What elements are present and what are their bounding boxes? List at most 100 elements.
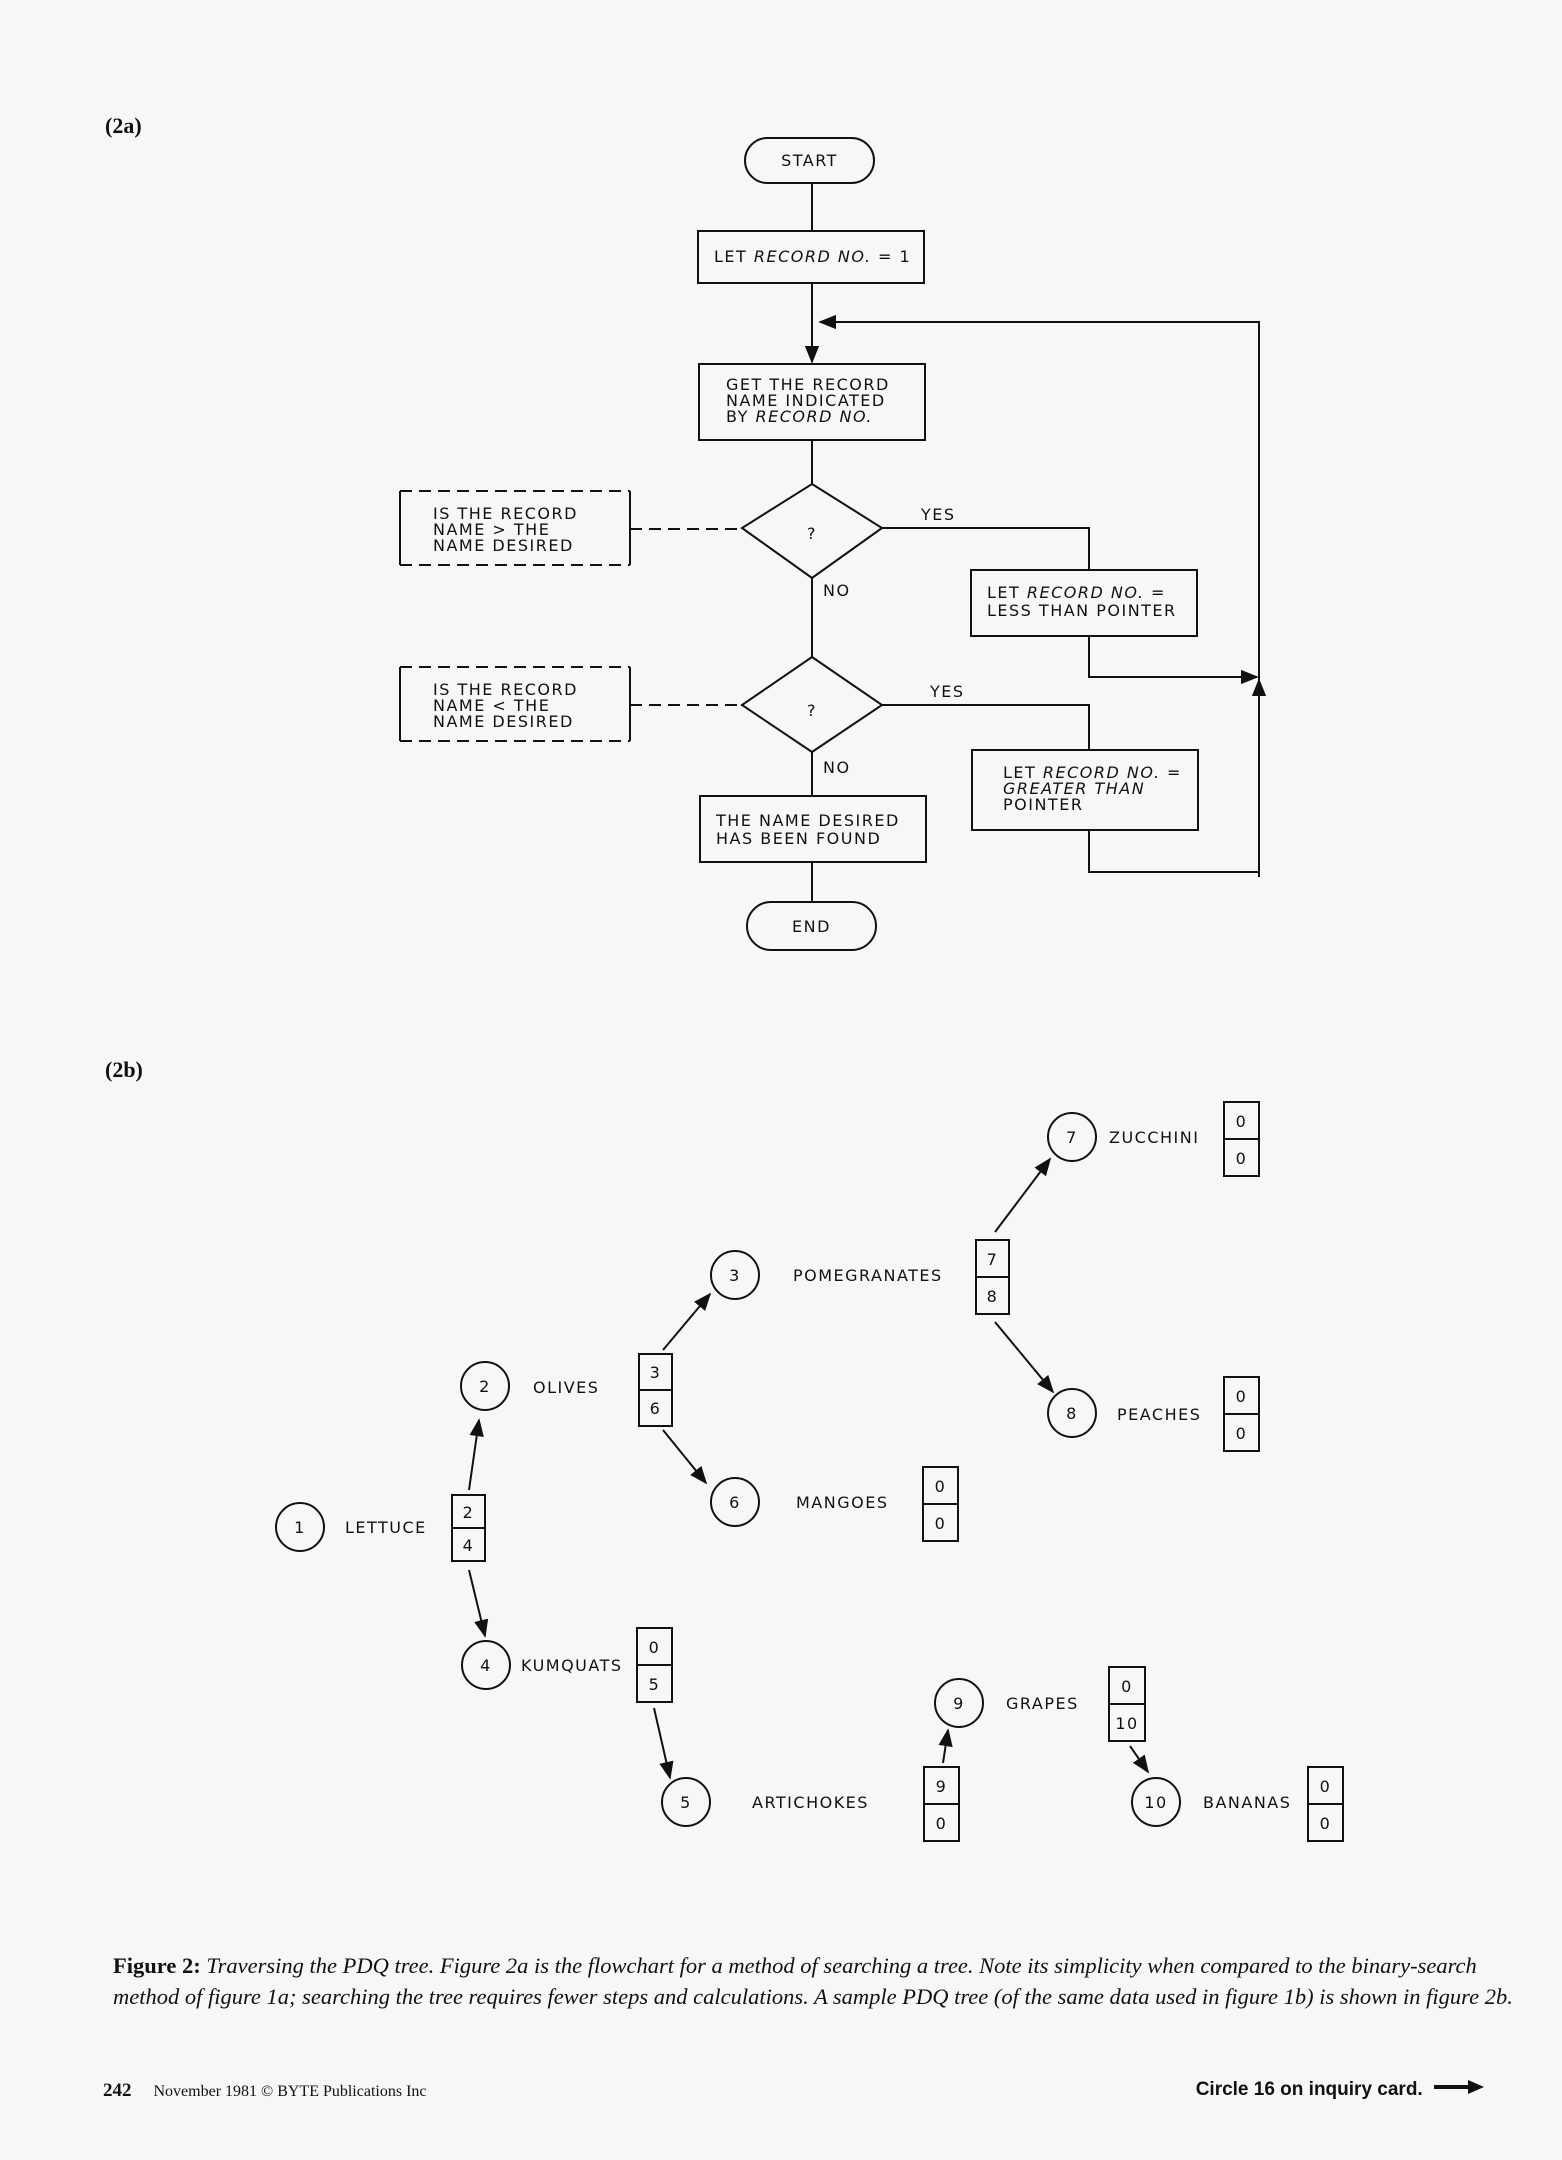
edge-4-5 [653, 1707, 674, 1780]
tree-node-4: 4 KUMQUATS 0 5 [461, 1627, 673, 1703]
get-record-line3: BY RECORD NO. [726, 407, 873, 426]
svg-text:6: 6 [650, 1399, 662, 1418]
caption-text: Traversing the PDQ tree. Figure 2a is th… [113, 1953, 1513, 2009]
tree-node-9: 9 GRAPES 0 10 [934, 1666, 1146, 1742]
start-terminator [744, 137, 875, 184]
inquiry-note: Circle 16 on inquiry card. [1196, 2079, 1484, 2101]
right-arrow-icon [1434, 2079, 1484, 2101]
init-process-text: LET RECORD NO. = 1 [714, 247, 911, 266]
svg-text:0: 0 [936, 1814, 948, 1833]
svg-text:6: 6 [729, 1493, 741, 1512]
decision-1-diamond [740, 482, 884, 580]
svg-text:5: 5 [649, 1675, 661, 1694]
tree-node-5: 5 ARTICHOKES 9 0 [661, 1766, 960, 1842]
get-record-line2: NAME INDICATED [726, 391, 886, 410]
svg-text:9: 9 [936, 1777, 948, 1796]
less-than-box [970, 569, 1198, 637]
svg-text:4: 4 [463, 1536, 475, 1555]
svg-text:4: 4 [480, 1656, 492, 1675]
end-label: END [792, 917, 831, 936]
tree-node-2: 2 OLIVES 3 6 [460, 1353, 673, 1427]
edge-1-2 [468, 1418, 484, 1491]
svg-text:7: 7 [987, 1250, 999, 1269]
svg-text:0: 0 [1320, 1814, 1332, 1833]
edge-2-6 [662, 1429, 708, 1485]
svg-text:0: 0 [1236, 1387, 1248, 1406]
inquiry-text: Circle 16 on inquiry card. [1195, 2079, 1423, 2101]
node-8-name: PEACHES [1117, 1405, 1201, 1424]
svg-text:10: 10 [1144, 1793, 1167, 1812]
tree-node-6: 6 MANGOES 0 0 [710, 1466, 959, 1542]
greater-than-line1: LET RECORD NO. = [1003, 763, 1182, 782]
edge-9-10 [1129, 1745, 1150, 1774]
node-10-name: BANANAS [1203, 1793, 1291, 1812]
end-terminator [746, 901, 877, 951]
decision-1-no: NO [823, 581, 851, 600]
svg-text:2: 2 [479, 1377, 491, 1396]
less-than-line1: LET RECORD NO. = [987, 583, 1166, 602]
note-2-line1: IS THE RECORD [433, 680, 578, 699]
node-4-name: KUMQUATS [521, 1656, 623, 1675]
decision-2-no: NO [823, 758, 851, 777]
node-9-name: GRAPES [1006, 1694, 1079, 1713]
node-1-name: LETTUCE [345, 1518, 427, 1537]
get-record-box [698, 363, 926, 441]
decision-2-diamond [740, 655, 884, 754]
tree-node-10: 10 BANANAS 0 0 [1131, 1766, 1344, 1842]
found-line1: THE NAME DESIRED [715, 811, 900, 830]
edge-3-7 [994, 1157, 1052, 1233]
svg-text:3: 3 [650, 1363, 662, 1382]
page-footer: 242 November 1981 © BYTE Publications In… [103, 2080, 427, 2102]
node-7-name: ZUCCHINI [1109, 1128, 1199, 1147]
svg-text:0: 0 [649, 1638, 661, 1657]
figure-2a-label: (2a) [105, 113, 142, 138]
node-6-name: MANGOES [796, 1493, 888, 1512]
tree-node-7: 7 ZUCCHINI 0 0 [1047, 1101, 1260, 1177]
svg-text:7: 7 [1066, 1128, 1078, 1147]
note-1-line2: NAME > THE [433, 520, 550, 539]
decision-1-yes: YES [920, 505, 956, 524]
figure-caption: Figure 2: Traversing the PDQ tree. Figur… [113, 1950, 1513, 2012]
greater-than-box [971, 749, 1199, 831]
node-3-name: POMEGRANATES [793, 1266, 943, 1285]
node-2-name: OLIVES [533, 1378, 599, 1397]
decision-1-symbol: ? [807, 524, 817, 543]
svg-text:8: 8 [1066, 1404, 1078, 1423]
svg-text:8: 8 [987, 1287, 999, 1306]
note-2-line3: NAME DESIRED [433, 712, 574, 731]
svg-text:0: 0 [1320, 1777, 1332, 1796]
svg-text:9: 9 [953, 1694, 965, 1713]
svg-text:0: 0 [1236, 1149, 1248, 1168]
get-record-line1: GET THE RECORD [726, 375, 890, 394]
note-1-line3: NAME DESIRED [433, 536, 574, 555]
tree-node-8: 8 PEACHES 0 0 [1047, 1376, 1260, 1452]
publication-credit: November 1981 © BYTE Publications Inc [153, 2083, 427, 2100]
svg-text:1: 1 [294, 1518, 306, 1537]
less-than-line2: LESS THAN POINTER [987, 601, 1177, 620]
node-5-name: ARTICHOKES [752, 1793, 869, 1812]
decision-2-yes: YES [929, 682, 965, 701]
init-process-box [697, 230, 925, 284]
start-label: START [781, 151, 838, 170]
found-line2: HAS BEEN FOUND [716, 829, 881, 848]
svg-text:5: 5 [680, 1793, 692, 1812]
note-1-line1: IS THE RECORD [433, 504, 578, 523]
decision-2-symbol: ? [807, 701, 817, 720]
greater-than-line3: POINTER [1003, 795, 1083, 814]
svg-text:0: 0 [1236, 1112, 1248, 1131]
edge-5-9 [938, 1728, 953, 1764]
page-number: 242 [103, 2080, 132, 2101]
edge-1-4 [468, 1569, 489, 1638]
svg-text:0: 0 [1236, 1424, 1248, 1443]
note-2-line2: NAME < THE [433, 696, 550, 715]
tree-node-1: 1 LETTUCE 2 4 [275, 1494, 486, 1562]
edge-3-8 [994, 1321, 1055, 1394]
greater-than-line2: GREATER THAN [1003, 779, 1145, 798]
svg-text:0: 0 [1121, 1677, 1133, 1696]
tree-node-3: 3 POMEGRANATES 7 8 [710, 1239, 1010, 1315]
svg-text:0: 0 [935, 1477, 947, 1496]
edge-2-3 [662, 1292, 712, 1351]
svg-text:0: 0 [935, 1514, 947, 1533]
figure-2b-label: (2b) [105, 1057, 143, 1082]
